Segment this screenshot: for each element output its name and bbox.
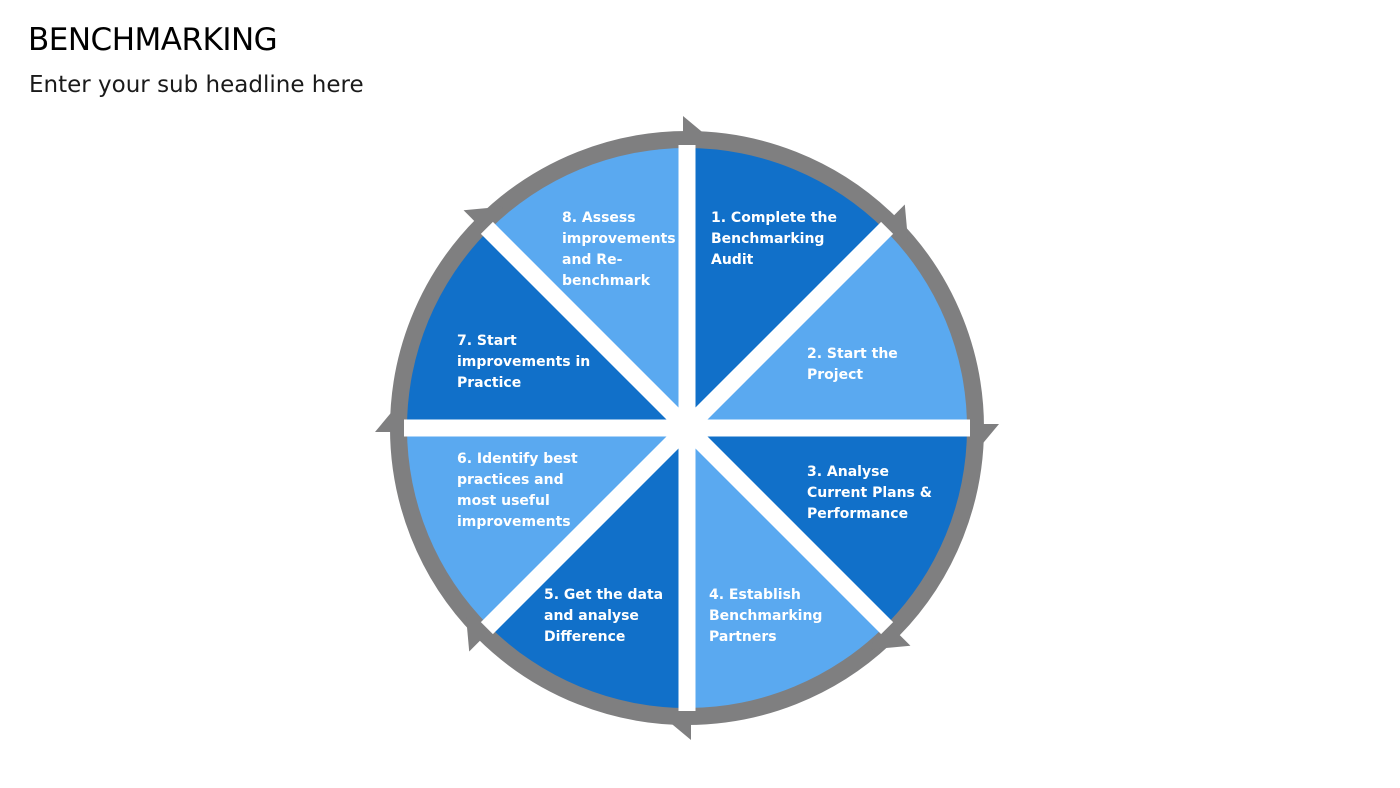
step-label-line: Project bbox=[807, 367, 863, 383]
step-label-6: 6. Identify best practices and most useful… bbox=[457, 451, 578, 530]
step-label-line: Partners bbox=[709, 629, 777, 645]
segment-step-7 bbox=[407, 230, 687, 428]
step-label-line: most useful bbox=[457, 493, 550, 509]
step-label-line: Current Plans & bbox=[807, 485, 932, 501]
step-label-line: and analyse bbox=[544, 608, 639, 624]
step-label-line: 8. Assess bbox=[562, 210, 636, 226]
step-label-line: 5. Get the data bbox=[544, 587, 663, 603]
step-label-line: and Re- bbox=[562, 252, 623, 268]
segment-step-1 bbox=[687, 148, 885, 428]
segment-step-2 bbox=[687, 230, 968, 428]
segment-step-3 bbox=[687, 428, 968, 626]
page-subtitle: Enter your sub headline here bbox=[29, 72, 364, 98]
step-label-line: benchmark bbox=[562, 273, 651, 289]
step-label-line: Benchmarking bbox=[709, 608, 822, 624]
hub-center bbox=[675, 416, 699, 440]
step-label-line: Difference bbox=[544, 629, 625, 645]
segment-dividers bbox=[404, 145, 970, 711]
segment-step-5 bbox=[489, 428, 687, 708]
step-label-line: Audit bbox=[711, 252, 754, 268]
step-label-line: Performance bbox=[807, 506, 908, 522]
step-label-line: improvements in bbox=[457, 354, 590, 370]
step-label-line: Benchmarking bbox=[711, 231, 824, 247]
segment-step-8 bbox=[489, 148, 687, 428]
step-label-line: practices and bbox=[457, 472, 564, 488]
cycle-segments bbox=[407, 148, 968, 708]
step-label-line: 6. Identify best bbox=[457, 451, 578, 467]
step-label-8: 8. Assess improvements and Re-benchmark bbox=[562, 210, 676, 289]
step-label-line: 4. Establish bbox=[709, 587, 801, 603]
step-label-line: 7. Start bbox=[457, 333, 517, 349]
step-label-line: 1. Complete the bbox=[711, 210, 837, 226]
step-label-line: Practice bbox=[457, 375, 521, 391]
segment-step-4 bbox=[687, 428, 885, 708]
step-label-line: 3. Analyse bbox=[807, 464, 889, 480]
page-title: BENCHMARKING bbox=[28, 22, 278, 58]
step-label-line: 2. Start the bbox=[807, 346, 898, 362]
step-label-7: 7. Start improvements in Practice bbox=[457, 333, 590, 391]
step-label-line: improvements bbox=[562, 231, 676, 247]
segment-step-6 bbox=[407, 428, 687, 626]
step-label-line: improvements bbox=[457, 514, 571, 530]
